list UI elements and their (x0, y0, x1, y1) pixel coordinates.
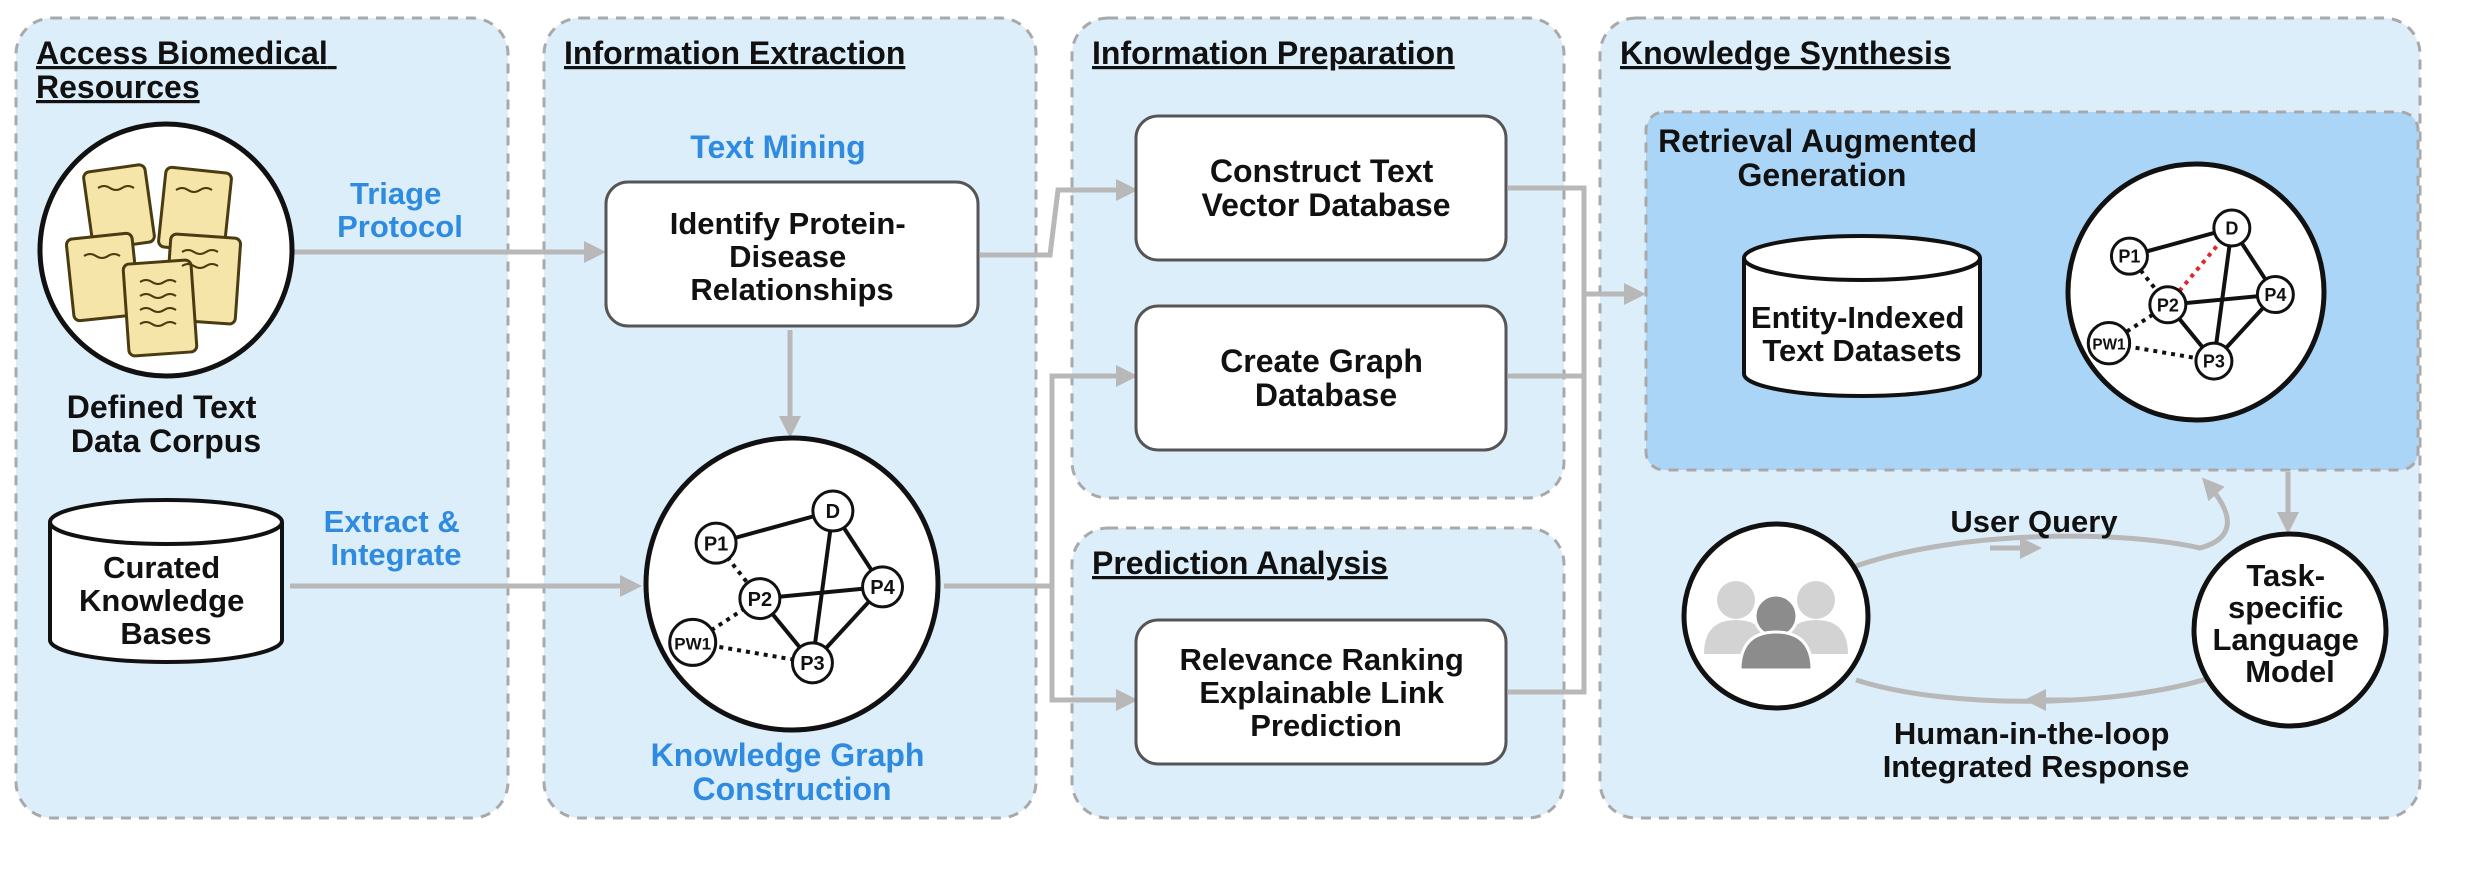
kg-to-ranking-arrow (1049, 586, 1138, 711)
identify-box (604, 180, 980, 328)
graph-node-p1 (694, 521, 738, 565)
vector-to-synthesis (1508, 185, 1587, 695)
kg-to-graph-arrow (944, 365, 1138, 589)
users-icon (1681, 521, 1871, 711)
graph-node-label-p3: P3 (2203, 352, 2225, 372)
ranking-box (1134, 618, 1508, 766)
language-model-label: Task- specific Language Model (2212, 558, 2367, 689)
ranking-label: Relevance Ranking Explainable Link Predi… (1180, 642, 1473, 743)
graph-node-label-d: D (2225, 218, 2238, 238)
identify-box-label: Identify Protein- Disease Relationships (670, 206, 915, 307)
graph-node-d (811, 489, 855, 533)
graph-node-label-p2: P2 (2157, 295, 2179, 315)
kg-construction-label: Knowledge Graph Construction (651, 737, 934, 807)
text-corpus-icon (37, 121, 295, 379)
graph-node-pw1 (2086, 321, 2132, 366)
graph-node-label-d: D (826, 501, 840, 523)
entity-db-cylinder (1742, 234, 1982, 398)
graph-node-label-p3: P3 (800, 653, 824, 675)
knowledge-base-cylinder (48, 498, 284, 664)
language-model-circle (2191, 531, 2389, 729)
graph-node-p2 (2148, 285, 2188, 325)
graph-frame (643, 435, 941, 733)
graph-node-p2 (738, 577, 782, 621)
graph-node-label-p4: P4 (870, 577, 895, 599)
user-query-label: User Query (1950, 504, 2118, 539)
graph-frame (2065, 161, 2327, 423)
graph-node-label-p1: P1 (704, 533, 728, 555)
prediction-title: Prediction Analysis (1092, 545, 1388, 581)
identify-to-vector-arrow (980, 179, 1138, 258)
graph-db-label: Create Graph Database (1220, 343, 1432, 413)
graph-node-label-pw1: PW1 (2092, 337, 2126, 354)
graph-node-label-p4: P4 (2264, 285, 2286, 305)
extract-label: Extract & Integrate (324, 504, 469, 572)
extraction-title: Information Extraction (564, 35, 905, 71)
rag-title: Retrieval Augmented Generation (1658, 123, 1986, 193)
vector-db-box (1134, 114, 1508, 262)
corpus-label: Defined Text Data Corpus (67, 389, 266, 459)
graph-node-d (2212, 208, 2252, 248)
preparation-title: Information Preparation (1092, 35, 1455, 71)
access-title: Access Biomedical Resources (36, 35, 337, 105)
user-query-arc (1855, 477, 2230, 569)
text-mining-label: Text Mining (690, 129, 865, 165)
graph-edge-D-P3 (2211, 227, 2234, 362)
connectors (290, 179, 2299, 711)
graph-node-label-p2: P2 (748, 589, 772, 611)
entity-db-label: Entity-Indexed Text Datasets (1751, 300, 1973, 368)
triage-label: Triage Protocol (337, 176, 463, 244)
graph-node-p4 (861, 565, 905, 609)
graph-node-p3 (2194, 341, 2234, 381)
kb-label: Curated Knowledge Bases (79, 550, 253, 651)
vector-db-label: Construct Text Vector Database (1201, 153, 1450, 223)
graph-node-label-pw1: PW1 (674, 635, 711, 654)
response-label: Human-in-the-loop Integrated Response (1883, 716, 2190, 784)
graph-node-p3 (790, 641, 834, 685)
graph-node-p4 (2255, 275, 2295, 315)
synthesis-title: Knowledge Synthesis (1620, 35, 1951, 71)
graph-node-pw1 (668, 617, 718, 667)
graph-node-label-p1: P1 (2118, 247, 2140, 267)
graph-edge-D-P3 (810, 510, 835, 664)
graph-node-p1 (2109, 236, 2149, 276)
graph-db-box (1134, 304, 1508, 452)
